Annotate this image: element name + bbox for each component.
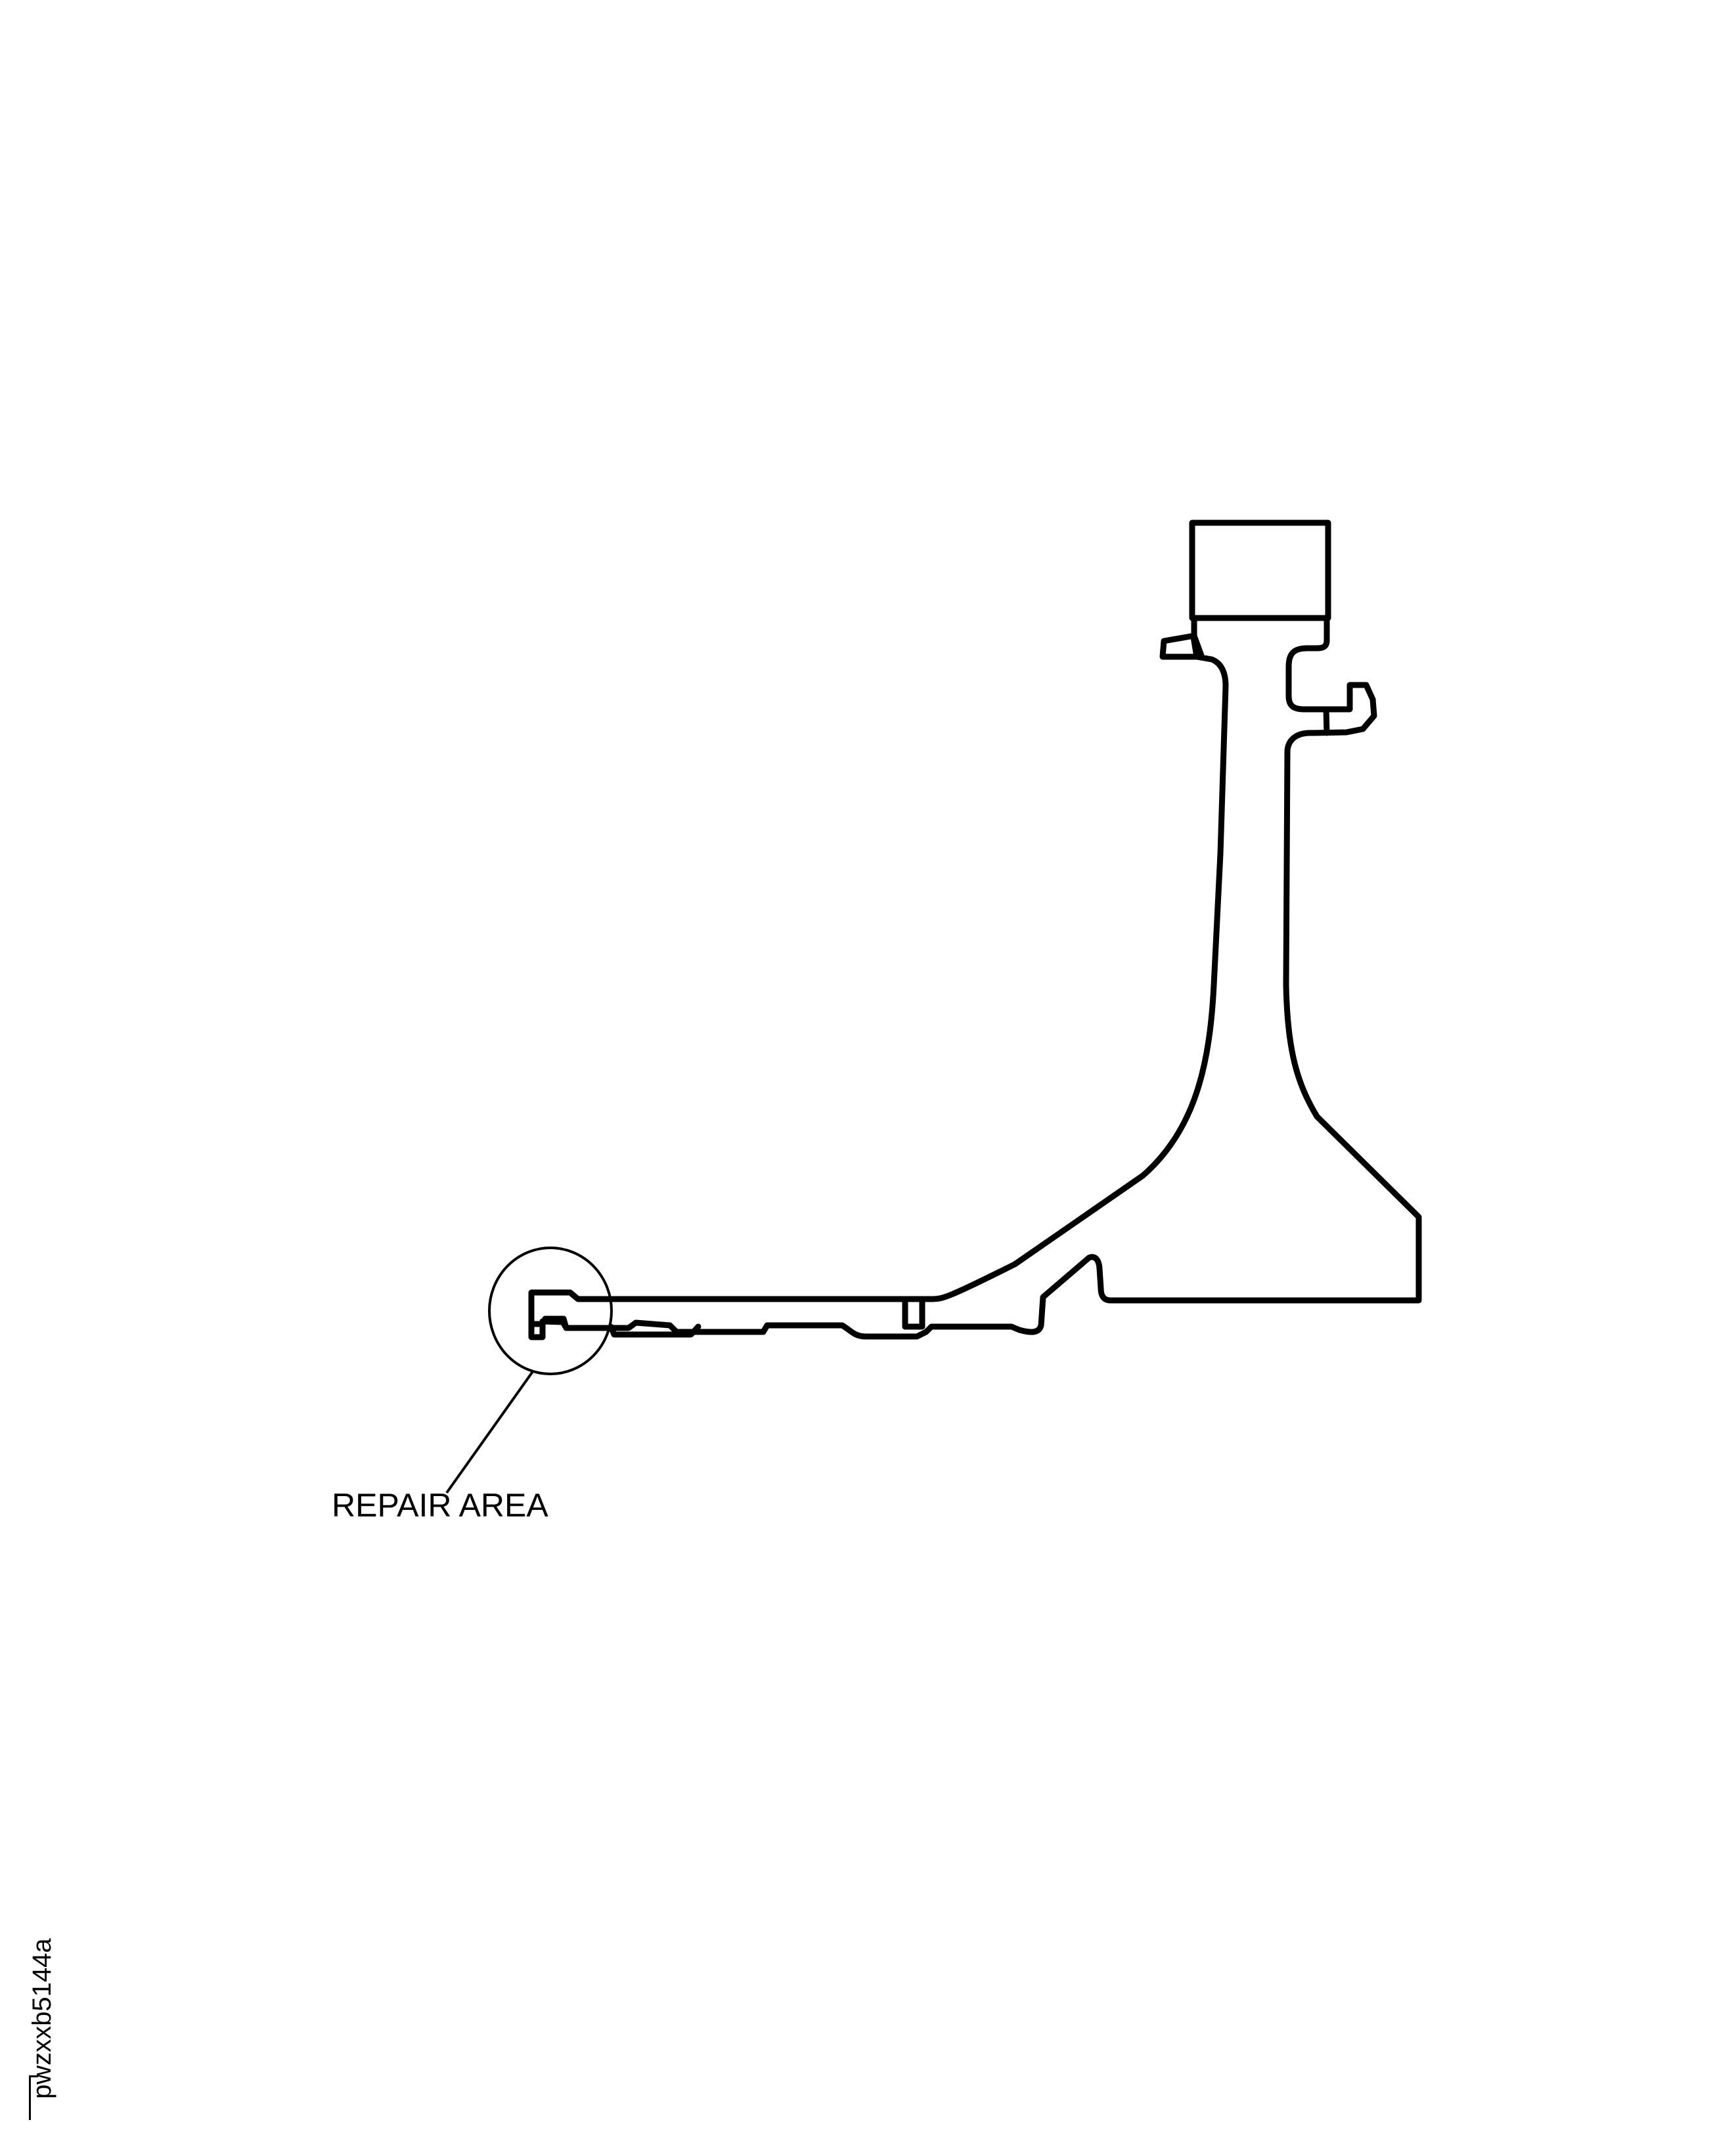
repair-tip-profile <box>528 1289 639 1340</box>
stem-left-tab <box>1191 632 1205 659</box>
stem-right-profile <box>914 615 1422 1340</box>
lower-arm-profile <box>539 1318 920 1340</box>
repair-area-leader <box>445 1369 535 1494</box>
figure-id: pwzxxb5144a <box>28 1938 56 2099</box>
lower-arm-groove <box>608 1323 701 1338</box>
stem-left-profile <box>633 615 1229 1302</box>
flange-slot <box>902 1296 925 1330</box>
repair-area-callout <box>445 1247 613 1494</box>
repair-tip-inner <box>542 1315 569 1331</box>
top-rim-block <box>1189 519 1331 621</box>
repair-area-circle <box>488 1247 613 1375</box>
figure-id-bracket <box>29 2075 38 2120</box>
hook-neck-line <box>1323 706 1330 736</box>
repair-area-label: REPAIR AREA <box>332 1487 548 1524</box>
